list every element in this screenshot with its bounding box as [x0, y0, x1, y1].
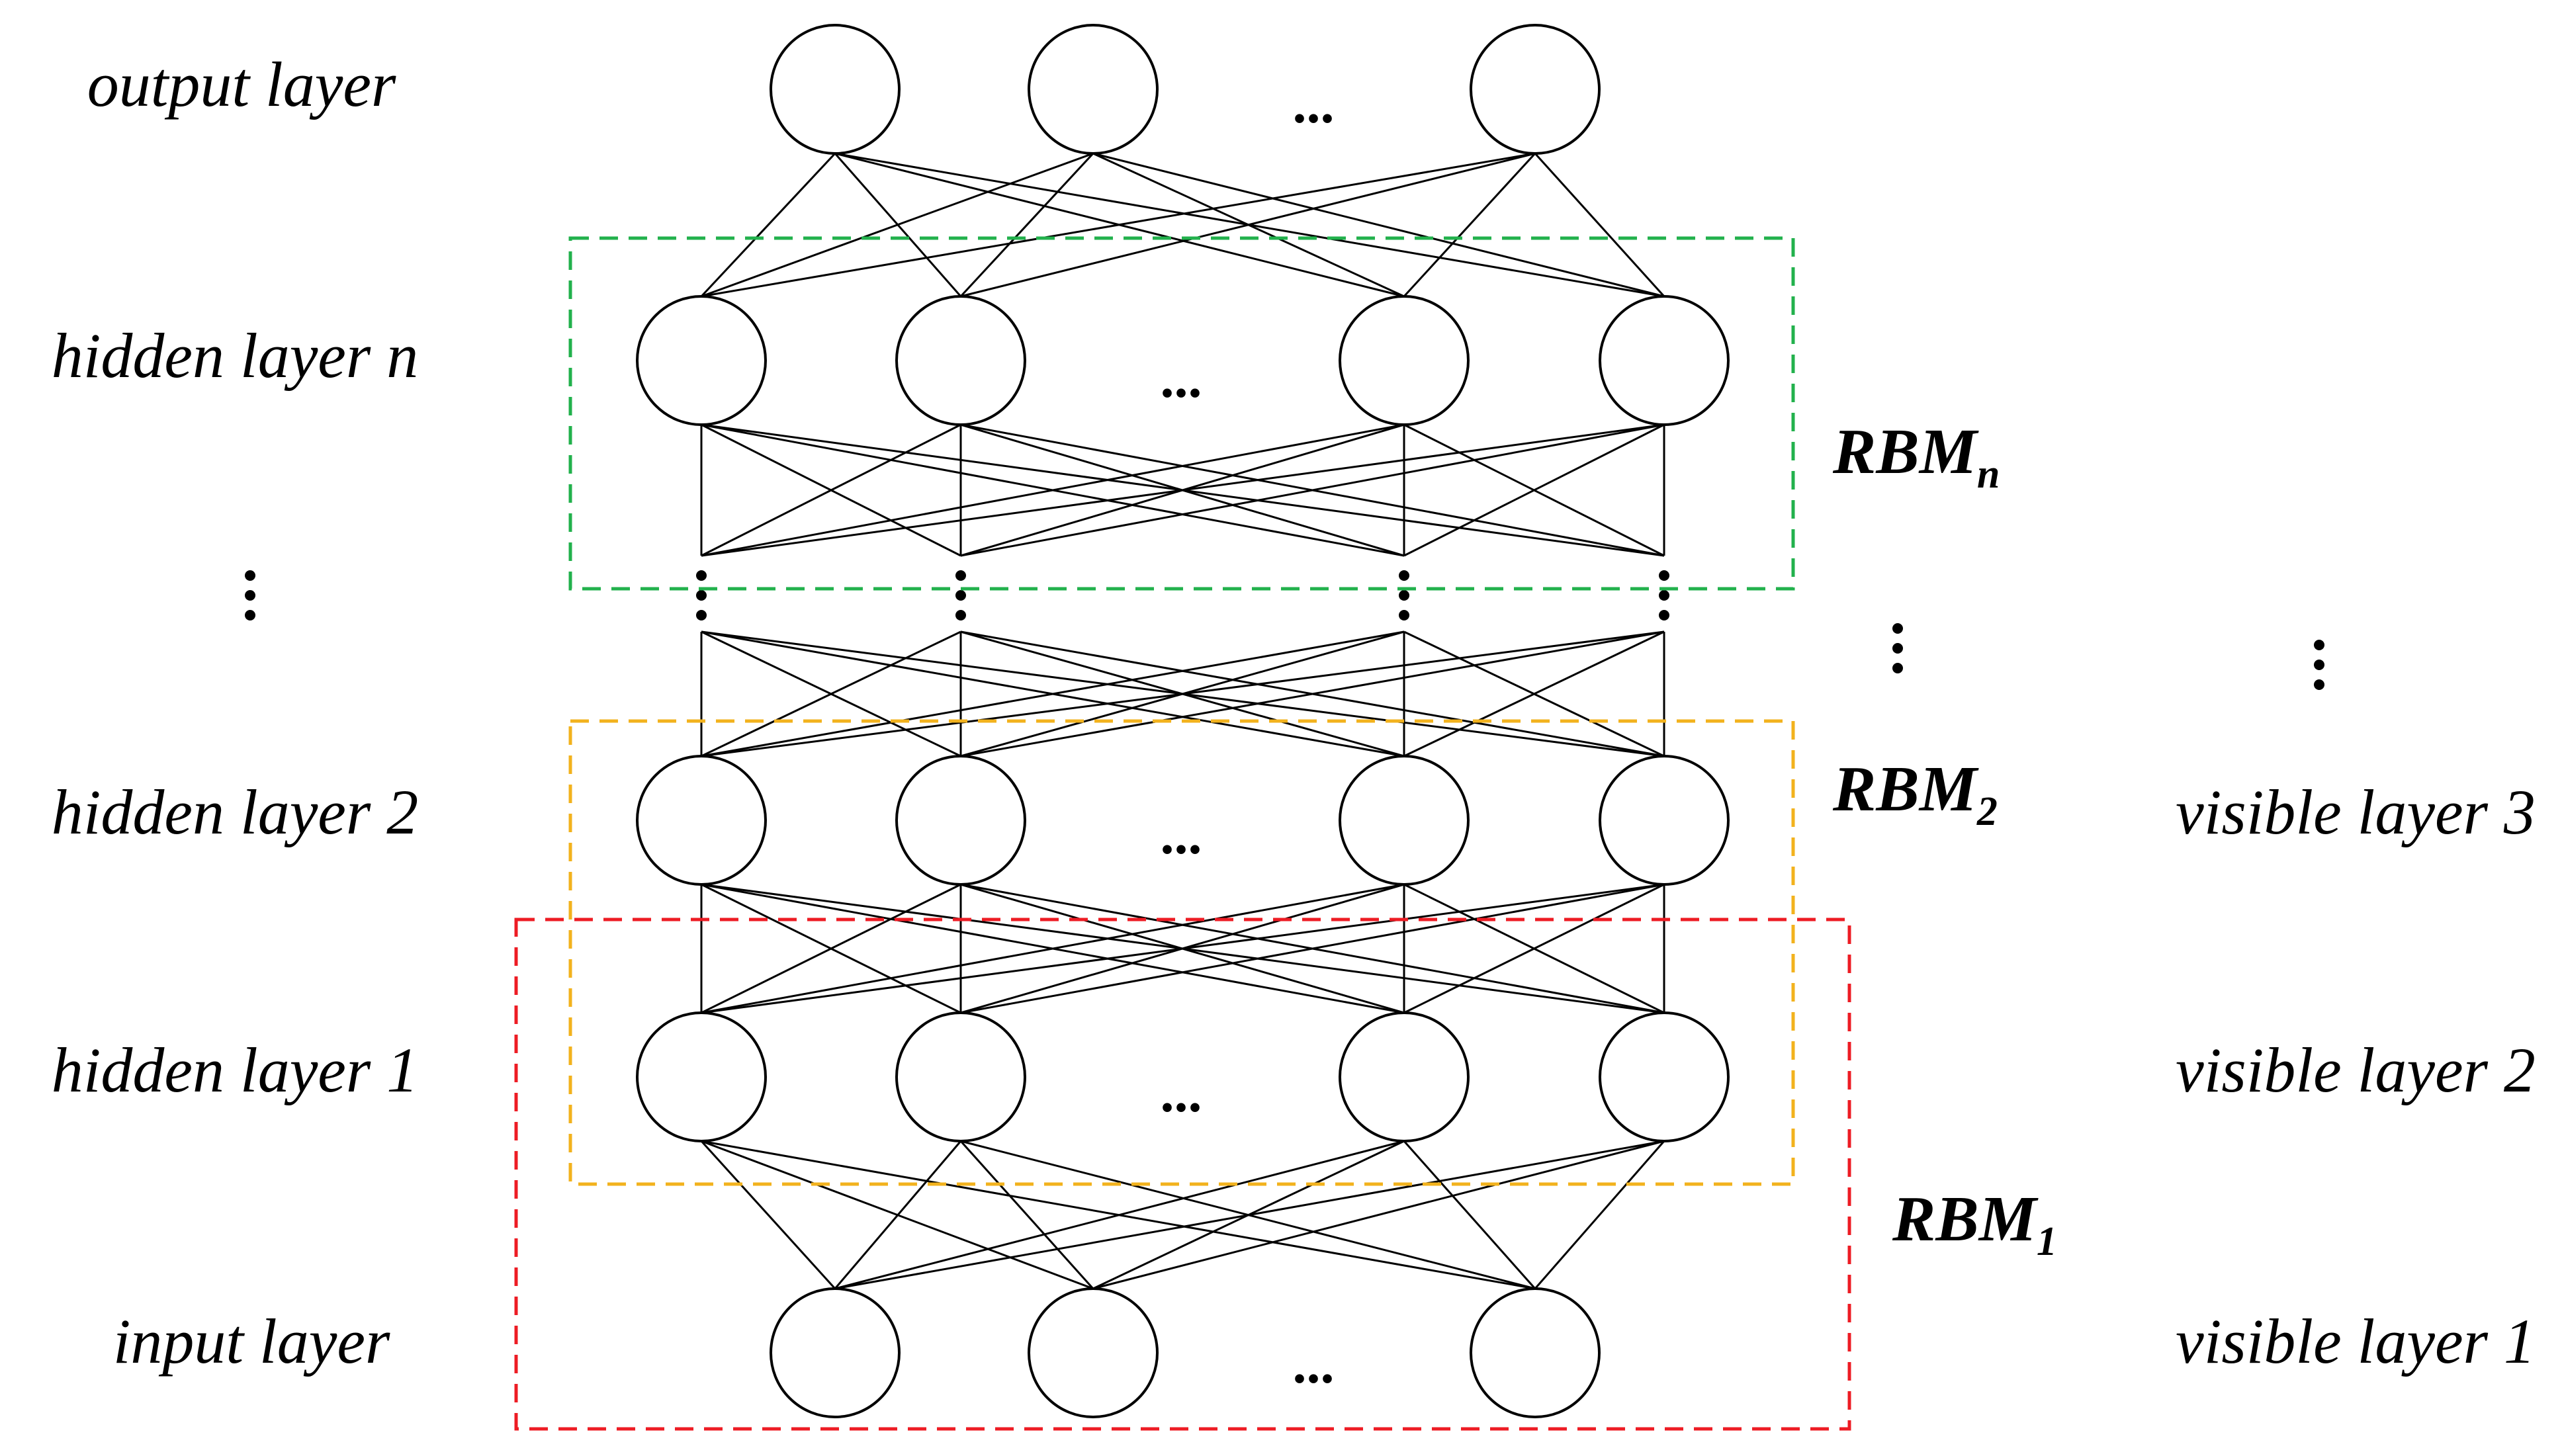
connection-gap-dots [955, 570, 966, 581]
label-hidden-layer-1: hidden layer 1 [52, 1035, 419, 1105]
edge-hidden-n-stub [701, 423, 1405, 557]
hidden-layer-2-ellipsis: ... [1161, 804, 1202, 866]
hidden-2-neuron [636, 755, 767, 886]
edge-hidden-2-hidden-1 [701, 883, 961, 1014]
label-visible-layer-1: visible layer 1 [2176, 1306, 2536, 1377]
connection-gap-dots [1659, 570, 1669, 581]
connection-gap-dots [1399, 570, 1409, 581]
edge-output-hidden-n [1534, 152, 1665, 298]
hidden-n-neuron [636, 295, 767, 426]
label-hidden-layer-n: hidden layer n [52, 320, 419, 391]
hidden-1-neuron [1339, 1011, 1470, 1142]
left-vertical-ellipsis [245, 590, 255, 601]
connection-gap-dots [955, 590, 966, 601]
connection-gap-dots [1659, 590, 1669, 601]
edge-output-hidden-n [1403, 152, 1536, 298]
edge-output-hidden-n [701, 152, 1536, 298]
label-visible-layer-2: visible layer 2 [2176, 1035, 2536, 1105]
edge-hidden-n-stub [701, 423, 961, 557]
label-output-layer: output layer [87, 49, 396, 120]
edge-hidden-n-stub [960, 423, 1665, 557]
hidden-layer-1-ellipsis: ... [1161, 1062, 1202, 1124]
connection-gap-dots [696, 610, 707, 621]
edge-hidden-1-input [834, 1140, 962, 1289]
hidden-1-neuron [895, 1011, 1026, 1142]
right-vertical-ellipsis [2314, 640, 2324, 650]
hidden-1-neuron [636, 1011, 767, 1142]
connection-gap-dots [1659, 610, 1669, 621]
edge-hidden-1-input [1092, 1140, 1665, 1290]
output-neuron [1470, 24, 1601, 155]
input-neuron [770, 1287, 901, 1418]
edge-output-hidden-n [700, 152, 836, 298]
hidden-n-neuron [1339, 295, 1470, 426]
rbm-vertical-ellipsis [1892, 643, 1903, 654]
edge-output-hidden-n [1092, 152, 1665, 298]
edge-hidden-1-input [1403, 1140, 1536, 1289]
hidden-1-neuron [1599, 1011, 1730, 1142]
right-vertical-ellipsis [2314, 679, 2324, 690]
left-vertical-ellipsis [245, 610, 255, 621]
connection-lines [700, 152, 1665, 1290]
edge-hidden-2-hidden-1 [1403, 883, 1665, 1014]
rbm-1-box [514, 918, 1851, 1431]
rbm-vertical-ellipsis [1892, 663, 1903, 673]
hidden-2-neuron [1339, 755, 1470, 886]
neuron-nodes [636, 24, 1730, 1418]
hidden-n-neuron [1599, 295, 1730, 426]
edge-hidden-1-input [834, 1140, 1405, 1290]
edge-output-hidden-n [701, 152, 1094, 298]
edge-hidden-1-input [834, 1140, 1665, 1290]
edge-hidden-n-stub [701, 423, 1665, 557]
label-rbm-n: RBMn [1832, 416, 2000, 497]
connection-gap-dots [1399, 590, 1409, 601]
edge-hidden-n-stub [1403, 423, 1665, 557]
connection-gap-dots [955, 610, 966, 621]
connection-gap-dots [696, 590, 707, 601]
label-rbm-2: RBM2 [1832, 753, 1998, 834]
label-hidden-layer-2: hidden layer 2 [52, 777, 419, 847]
edge-hidden-1-input [700, 1140, 836, 1290]
edge-output-hidden-n [960, 152, 1536, 298]
rbm-2-box [568, 719, 1795, 1186]
edge-stub-hidden-2 [701, 630, 961, 757]
input-neuron [1028, 1287, 1159, 1418]
output-neuron [770, 24, 901, 155]
edge-stub-hidden-2 [960, 630, 1665, 757]
hidden-n-neuron [895, 295, 1026, 426]
label-visible-layer-3: visible layer 3 [2176, 777, 2536, 847]
input-layer-ellipsis: ... [1293, 1334, 1335, 1395]
label-rbm-1: RBM1 [1892, 1183, 2057, 1264]
connection-gap-dots [696, 570, 707, 581]
edge-stub-hidden-2 [701, 630, 1405, 757]
left-vertical-ellipsis [245, 570, 255, 581]
hidden-2-neuron [895, 755, 1026, 886]
output-layer-ellipsis: ... [1293, 73, 1335, 135]
edge-output-hidden-n [959, 152, 1094, 298]
hidden-2-neuron [1599, 755, 1730, 886]
right-vertical-ellipsis [2314, 660, 2324, 670]
edge-hidden-2-hidden-1 [960, 883, 1665, 1014]
output-neuron [1028, 24, 1159, 155]
edge-stub-hidden-2 [1403, 630, 1665, 757]
hidden-layer-n-ellipsis: ... [1161, 348, 1202, 409]
rbm-vertical-ellipsis [1892, 623, 1903, 634]
edge-hidden-1-input [959, 1140, 1094, 1290]
connection-gap-dots [1399, 610, 1409, 621]
edge-hidden-1-input [1534, 1140, 1665, 1289]
vertical-ellipsis-dots [245, 570, 2324, 690]
rbm-n-box [568, 236, 1795, 591]
label-input-layer: input layer [113, 1306, 390, 1377]
edge-stub-hidden-2 [701, 630, 1665, 757]
edge-hidden-2-hidden-1 [701, 883, 1405, 1014]
edge-hidden-2-hidden-1 [701, 883, 1665, 1014]
input-neuron [1470, 1287, 1601, 1418]
